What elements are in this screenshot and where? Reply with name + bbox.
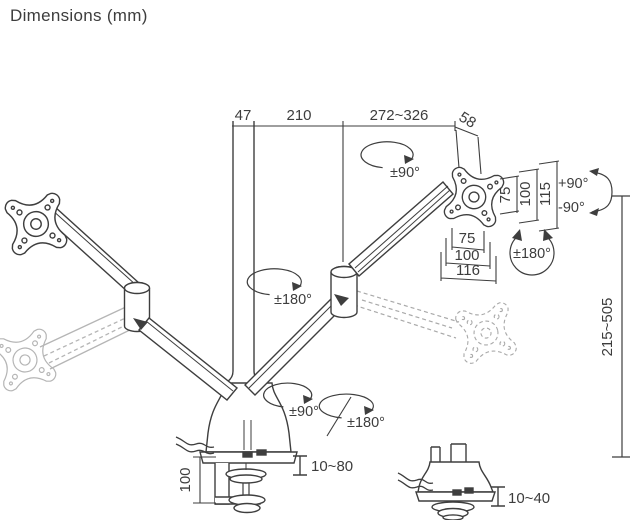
top-dimension-chain: [232, 121, 482, 262]
dim-arm-reach-label: 272~326: [370, 107, 429, 124]
rot-tilt-down-label: -90°: [558, 200, 585, 216]
left-arm: [43, 206, 238, 401]
dim-pole-width-label: 47: [235, 107, 252, 124]
clamp-thickness-dimension: [293, 455, 307, 476]
grommet-cables: [397, 472, 434, 491]
rot-base-rotation-label: ±180°: [347, 415, 385, 431]
dim-head-depth-label: 58: [456, 109, 479, 132]
vesa-rotation-indicator: [509, 229, 555, 276]
base-swivel-indicator: [263, 382, 313, 408]
rot-tilt-up-label: +90°: [558, 176, 588, 192]
dim-vesa-bottom-inner-label: 75: [459, 230, 476, 247]
ghost-right-arm-position: [353, 290, 519, 366]
height-dimension: [612, 195, 630, 458]
left-forearm: [138, 317, 238, 401]
left-upper-arm: [43, 206, 141, 294]
rot-vesa-rotation-label: ±180°: [513, 246, 551, 262]
elbow-swivel-indicator: [246, 268, 302, 296]
dim-pole-to-elbow-label: 210: [286, 107, 311, 124]
dim-clamp-range-label: 10~80: [311, 458, 353, 475]
dim-vesa-side-outer-label: 115: [537, 182, 554, 206]
dim-grommet-range-label: 10~40: [508, 490, 550, 507]
grommet-thickness-dimension: [491, 486, 505, 507]
dim-vesa-bottom-outer-label: 116: [456, 262, 480, 279]
grommet-base: [415, 443, 496, 520]
right-upper-arm: [348, 181, 454, 277]
rot-head-swivel-label: ±90°: [390, 165, 420, 181]
dim-clamp-height-label: 100: [177, 467, 194, 492]
clamp-height-dimension: [193, 456, 216, 504]
cable-port: [464, 487, 474, 494]
right-arm: [244, 181, 454, 396]
clamp-cables: [175, 436, 215, 455]
tilt-indicator: [589, 168, 613, 216]
cable-port: [242, 451, 253, 458]
ghost-right-vesa-plate: [453, 300, 519, 366]
rot-elbow-swivel-label: ±180°: [274, 292, 312, 308]
dim-vesa-side-inner-label: 75: [497, 187, 514, 204]
top-vesa-plate: [442, 165, 506, 229]
dim-height-range-label: 215~505: [599, 298, 616, 357]
center-pole: [224, 121, 264, 384]
vesa-bottom-dimensions: [440, 228, 497, 284]
head-swivel-indicator: [360, 141, 414, 169]
cable-port: [256, 449, 267, 456]
vesa-side-dimensions: [499, 160, 560, 232]
ghost-left-arm-position: [0, 305, 137, 393]
page-title: Dimensions (mm): [10, 6, 148, 25]
clamp-base: [199, 382, 298, 514]
base-rotation-indicator: [318, 393, 374, 437]
ghost-left-vesa-plate: [0, 327, 58, 393]
dim-vesa-bottom-mid-label: 100: [454, 247, 479, 264]
cable-port: [452, 489, 462, 496]
rot-base-swivel-label: ±90°: [289, 404, 319, 420]
dim-vesa-side-mid-label: 100: [517, 181, 534, 206]
